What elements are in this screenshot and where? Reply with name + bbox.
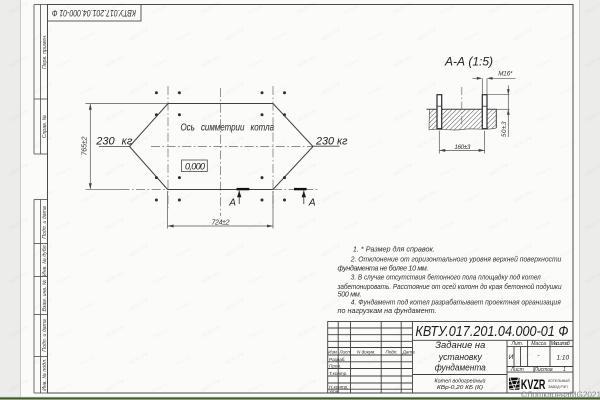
svg-text:Лист: Лист (510, 367, 524, 373)
svg-text:N докум.: N докум. (357, 349, 376, 354)
svg-text:1. * Размер для справок.: 1. * Размер для справок. (353, 244, 435, 253)
svg-text:Перв. примен.: Перв. примен. (42, 35, 48, 69)
svg-text:Т.контр.: Т.контр. (329, 371, 348, 376)
svg-text:500 мм.: 500 мм. (338, 289, 362, 298)
svg-text:Дата: Дата (402, 349, 416, 354)
svg-text:765±2: 765±2 (82, 136, 89, 155)
svg-text:Подп. и дата: Подп. и дата (42, 206, 48, 239)
svg-text:Инв. № подл.: Инв. № подл. (42, 359, 48, 391)
svg-text:4. Фундамент под котел разраба: 4. Фундамент под котел разрабатывает про… (351, 298, 561, 307)
svg-text:Изм: Изм (328, 349, 337, 354)
svg-text:Лит.: Лит. (510, 341, 523, 347)
svg-text:KVZR: KVZR (521, 377, 546, 392)
svg-text:КОТЕЛЬНЫЙ: КОТЕЛЬНЫЙ (548, 379, 570, 383)
svg-text:Н.контр.: Н.контр. (329, 384, 348, 389)
svg-text:Инв. № дубл.: Инв. № дубл. (42, 244, 48, 276)
svg-text:230 кг: 230 кг (95, 136, 133, 148)
svg-text:КВТУ.017.201.04.000-01 Ф: КВТУ.017.201.04.000-01 Ф (415, 324, 568, 340)
svg-text:Подп. и дата: Подп. и дата (42, 319, 48, 352)
svg-text:3. В случае отсутствия бетонно: 3. В случае отсутствия бетонного пола пл… (351, 273, 541, 282)
svg-text:М16*: М16* (498, 70, 513, 77)
svg-text:160±3: 160±3 (454, 144, 470, 151)
svg-text:50±3: 50±3 (501, 121, 508, 137)
svg-text:А: А (228, 198, 236, 209)
svg-text:Листов: Листов (533, 367, 553, 373)
svg-text:Подп.: Подп. (386, 349, 398, 354)
svg-text:Ось симметрии котла: Ось симметрии котла (181, 123, 275, 134)
svg-text:А-А (1:5): А-А (1:5) (444, 54, 493, 68)
svg-text:по нагрузкам на фундамент.: по нагрузкам на фундамент. (338, 306, 437, 315)
svg-text:Утв.: Утв. (329, 389, 339, 394)
svg-text:Масса: Масса (531, 341, 546, 347)
svg-text:2. Отклонение от горизонтально: 2. Отклонение от горизонтального уровня … (350, 255, 561, 264)
svg-text:Задание на: Задание на (435, 340, 485, 350)
svg-text:-: - (538, 353, 541, 360)
svg-text:Разраб.: Разраб. (329, 357, 346, 362)
svg-text:724±2: 724±2 (212, 219, 230, 226)
svg-text:КВТУ.017.201.04.000-01 Ф: КВТУ.017.201.04.000-01 Ф (52, 8, 136, 18)
svg-text:фундамента: фундамента (435, 362, 486, 372)
svg-text:1:10: 1:10 (556, 355, 569, 362)
svg-text:©ЛошкареваMG2021: ©ЛошкареваMG2021 (521, 389, 600, 399)
svg-text:Котел водогрейный: Котел водогрейный (435, 378, 487, 385)
svg-text:0,000: 0,000 (185, 162, 205, 172)
svg-text:фундамента не более 10 мм.: фундамента не более 10 мм. (338, 264, 429, 273)
svg-text:1: 1 (563, 367, 566, 373)
svg-text:КВр-0,20 КБ (К): КВр-0,20 КБ (К) (437, 385, 483, 391)
svg-text:Взам. инв. №: Взам. инв. № (42, 279, 48, 311)
svg-text:ЗАВОД РЭП: ЗАВОД РЭП (548, 385, 568, 389)
svg-text:Лист: Лист (338, 349, 351, 354)
svg-text:Справ. №: Справ. № (42, 114, 48, 138)
svg-text:Масштаб: Масштаб (551, 341, 570, 347)
svg-text:А: А (308, 198, 316, 209)
svg-text:230 кг: 230 кг (315, 136, 348, 148)
svg-text:И: И (509, 354, 514, 361)
svg-text:Пров.: Пров. (329, 363, 341, 368)
svg-text:забетонировать. Расстояние от: забетонировать. Расстояние от осей колон… (337, 282, 562, 291)
svg-text:установку: установку (438, 352, 483, 362)
